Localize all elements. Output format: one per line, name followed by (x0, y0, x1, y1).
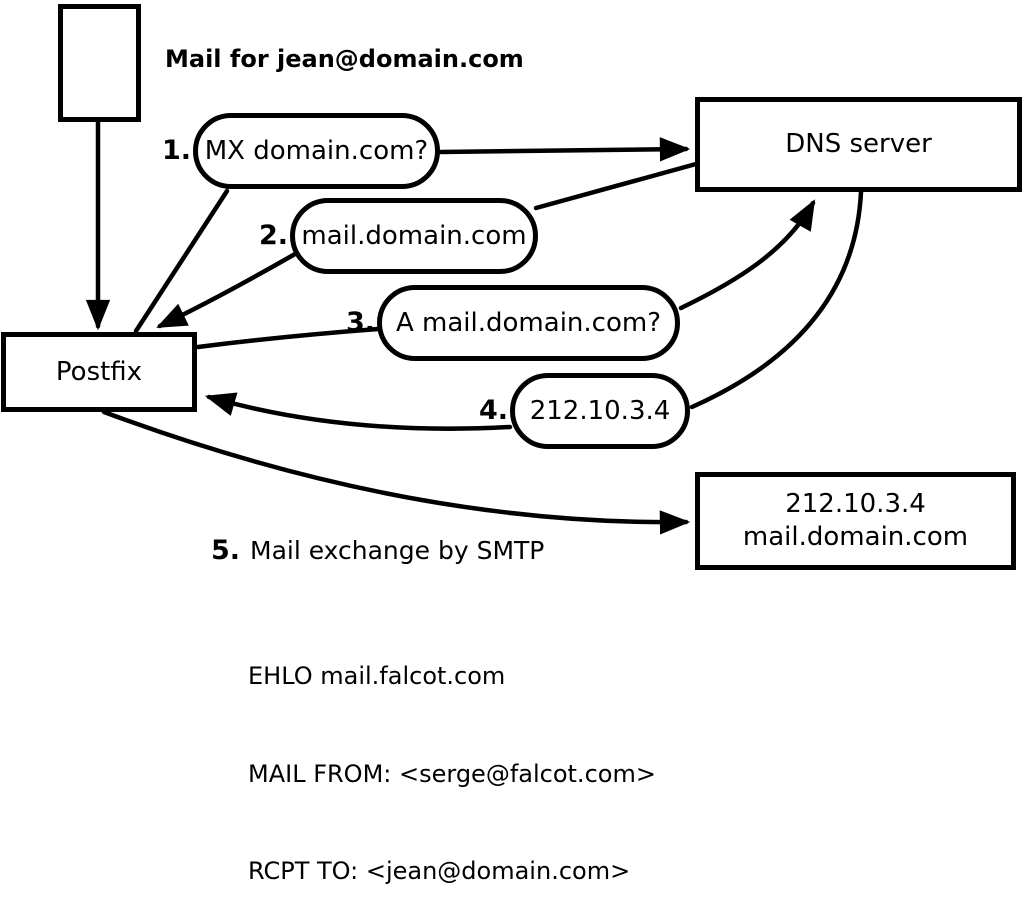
edge-query3-to-dns-arrow (678, 199, 816, 311)
query-a-label: A mail.domain.com? (396, 307, 661, 338)
step-4-number: 4. (478, 395, 508, 426)
edge-postfix-to-query3-line (195, 326, 381, 350)
query-mx-label: MX domain.com? (204, 135, 429, 166)
query-mx-pill: MX domain.com? (193, 113, 440, 189)
edge-postfix-to-mailserver-arrow (101, 409, 691, 535)
mail-for-annotation: Mail for jean@domain.com (165, 45, 524, 73)
step-3-number: 3. (345, 307, 375, 338)
smtp-line: EHLO mail.falcot.com (248, 662, 506, 690)
mail-server-host-label: mail.domain.com (742, 522, 969, 552)
dns-server-node: DNS server (695, 97, 1022, 192)
mail-server-ip-label: 212.10.3.4 (785, 489, 926, 519)
postfix-node: Postfix (1, 332, 197, 412)
reply-mx-label: mail.domain.com (301, 220, 527, 251)
smtp-line: RCPT TO: <jean@domain.com> (248, 857, 631, 885)
mail-server-node: 212.10.3.4 mail.domain.com (695, 472, 1016, 570)
edge-postfix-to-query1-line (133, 188, 230, 334)
postfix-label: Postfix (55, 356, 143, 387)
reply-mx-pill: mail.domain.com (290, 198, 538, 274)
smtp-line: MAIL FROM: <serge@falcot.com> (248, 759, 656, 788)
smtp-session-block: EHLO mail.falcot.com MAIL FROM: <serge@f… (248, 595, 656, 919)
dns-server-label: DNS server (785, 129, 932, 159)
step-5-number: 5. (210, 535, 240, 566)
reply-a-label: 212.10.3.4 (529, 395, 671, 426)
edge-reply4-to-postfix-arrow (204, 392, 513, 431)
edge-query1-to-dns-arrow (438, 137, 691, 162)
step-1-number: 1. (161, 135, 191, 166)
mail-message-node (58, 4, 141, 122)
edge-dns-to-reply2-line (533, 161, 699, 211)
edge-dns-to-reply4-line (689, 189, 864, 410)
reply-a-pill: 212.10.3.4 (510, 373, 690, 449)
step-2-number: 2. (258, 220, 288, 251)
query-a-pill: A mail.domain.com? (377, 285, 680, 361)
edge-reply2-to-postfix-arrow (156, 251, 298, 329)
step-5-label: Mail exchange by SMTP (250, 536, 545, 565)
